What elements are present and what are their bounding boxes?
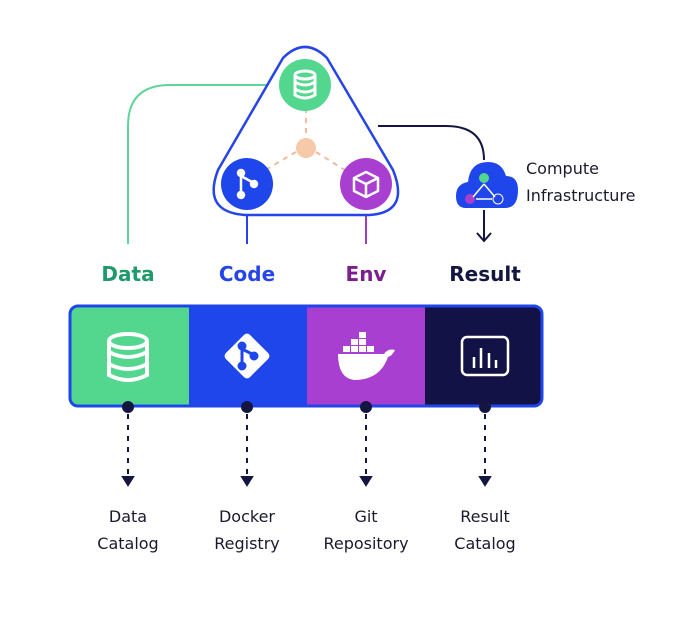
package-box-icon [340, 158, 392, 210]
result-connector-line [378, 125, 485, 161]
anchor-dot [360, 401, 372, 413]
compute-arrowhead [476, 232, 492, 243]
store-label-data-2: Catalog [97, 534, 158, 553]
column-label-result: Result [449, 262, 521, 286]
store-label-result-2: Catalog [454, 534, 515, 553]
tile-bar-frame [68, 304, 544, 408]
column-label-env: Env [346, 262, 387, 286]
store-label-code-1: Docker [219, 507, 275, 526]
column-label-data: Data [101, 262, 154, 286]
compute-label-line2: Infrastructure [526, 186, 635, 205]
cloud-icon [456, 162, 518, 208]
git-icon [221, 158, 273, 210]
store-label-env-2: Repository [323, 534, 408, 553]
anchor-dot [241, 401, 253, 413]
tile-result [425, 306, 542, 406]
store-label-code-2: Registry [214, 534, 280, 553]
anchor-dot [479, 401, 491, 413]
tile-arrows [121, 401, 492, 487]
anchor-dot [122, 401, 134, 413]
docker-whale-icon [338, 332, 395, 380]
store-label-result-1: Result [460, 507, 509, 526]
store-label-env-1: Git [354, 507, 377, 526]
database-icon [107, 332, 149, 382]
triangle-center-dot [296, 138, 316, 158]
chart-icon [460, 335, 510, 377]
store-label-data-1: Data [109, 507, 147, 526]
database-icon [279, 59, 331, 111]
compute-label-line1: Compute [526, 159, 599, 178]
data-connector-line [127, 84, 290, 244]
column-label-code: Code [219, 262, 275, 286]
git-icon [224, 333, 270, 379]
